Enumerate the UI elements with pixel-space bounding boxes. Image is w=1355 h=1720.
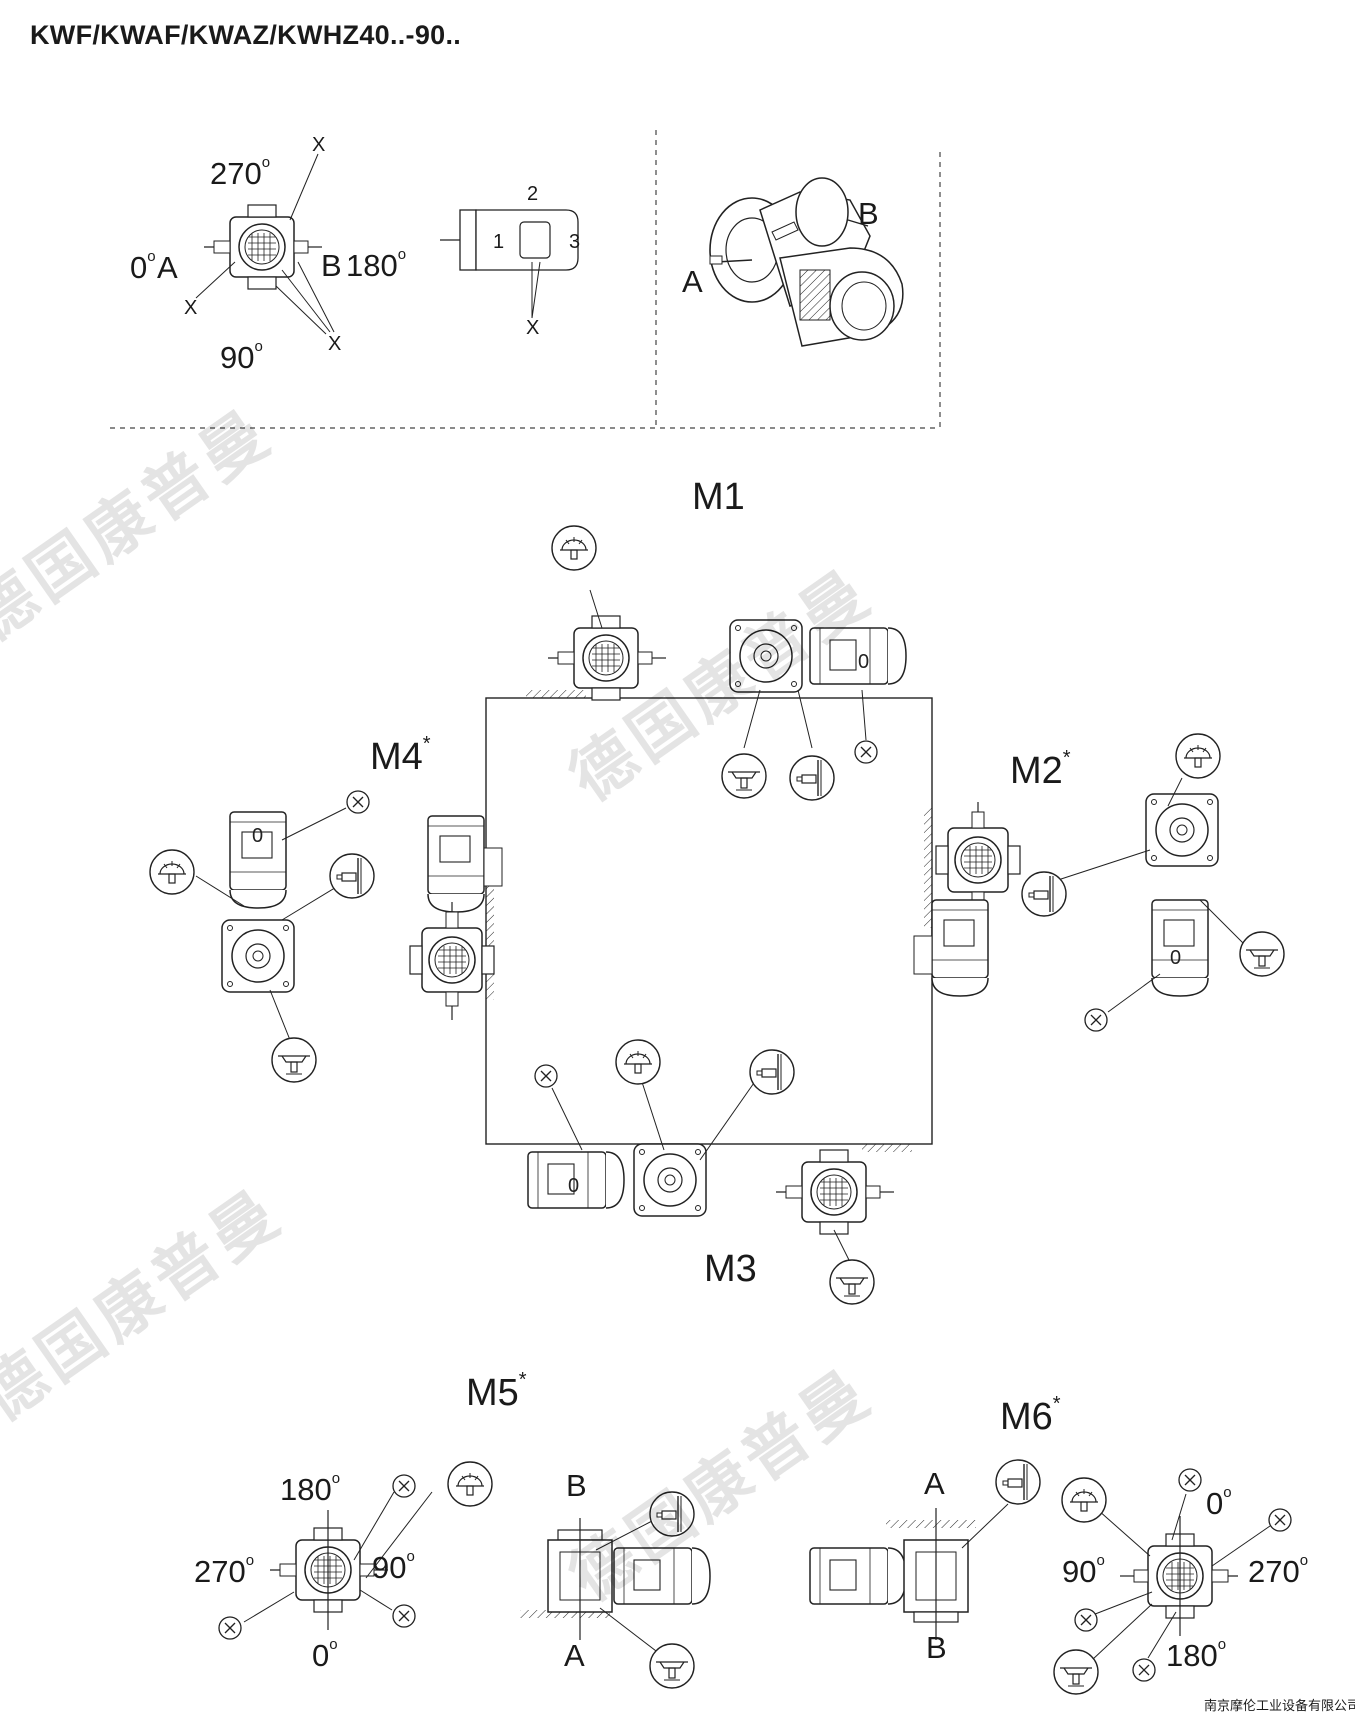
m5-drawing bbox=[218, 1461, 711, 1689]
reference-isometric bbox=[709, 177, 904, 347]
m1-drawing: 0 bbox=[547, 525, 907, 801]
svg-text:0: 0 bbox=[858, 651, 869, 673]
iso-b-label: B bbox=[858, 196, 879, 231]
m5-label: M5* bbox=[466, 1369, 527, 1414]
circle-2-marker: 2 bbox=[527, 183, 539, 205]
circle-3-marker: 3 bbox=[569, 231, 581, 253]
angle-180-label: 180o bbox=[346, 246, 407, 283]
svg-text:0: 0 bbox=[568, 1175, 579, 1197]
company-footer: 南京摩伦工业设备有限公司 bbox=[1204, 1699, 1355, 1714]
m5-angle-0: 0o bbox=[312, 1636, 338, 1673]
reference-front-view bbox=[195, 153, 335, 335]
svg-text:0: 0 bbox=[252, 825, 263, 847]
angle-90-label: 90o bbox=[220, 338, 263, 375]
m6-angle-0: 0o bbox=[1206, 1484, 1232, 1521]
page-title: KWF/KWAF/KWAZ/KWHZ40..-90.. bbox=[30, 20, 462, 50]
m3-drawing: 0 bbox=[527, 1039, 895, 1305]
m6-side-a: A bbox=[924, 1466, 945, 1501]
m4-drawing: 0 bbox=[149, 790, 503, 1083]
circle-1-marker: 1 bbox=[493, 231, 505, 253]
angle-0-label: 0o bbox=[130, 248, 156, 285]
m6-side-b: B bbox=[926, 1630, 947, 1665]
iso-a-label: A bbox=[682, 264, 703, 299]
m6-label: M6* bbox=[1000, 1393, 1061, 1438]
m6-angle-90: 90o bbox=[1062, 1552, 1105, 1589]
m1-label: M1 bbox=[692, 476, 745, 518]
m2-label: M2* bbox=[1010, 747, 1071, 792]
m5-side-a: A bbox=[564, 1638, 585, 1673]
x-marker: X bbox=[328, 333, 342, 355]
m6-angle-270: 270o bbox=[1248, 1552, 1309, 1589]
x-marker: X bbox=[526, 317, 540, 339]
reference-side-view bbox=[440, 209, 579, 319]
x-marker: X bbox=[312, 134, 326, 156]
m5-angle-90: 90o bbox=[372, 1548, 415, 1585]
reference-frame bbox=[110, 130, 941, 429]
side-b-label: B bbox=[321, 248, 342, 283]
m4-label: M4* bbox=[370, 733, 431, 778]
m6-drawing bbox=[809, 1459, 1292, 1695]
x-marker: X bbox=[184, 297, 198, 319]
angle-270-label: 270o bbox=[210, 154, 271, 191]
m6-angle-180: 180o bbox=[1166, 1636, 1227, 1673]
m2-drawing: 0 bbox=[913, 733, 1285, 1032]
m5-angle-180: 180o bbox=[280, 1470, 341, 1507]
side-a-label: A bbox=[157, 250, 178, 285]
m5-side-b: B bbox=[566, 1468, 587, 1503]
svg-text:0: 0 bbox=[1170, 947, 1181, 969]
m3-label: M3 bbox=[704, 1248, 757, 1290]
m5-angle-270: 270o bbox=[194, 1552, 255, 1589]
